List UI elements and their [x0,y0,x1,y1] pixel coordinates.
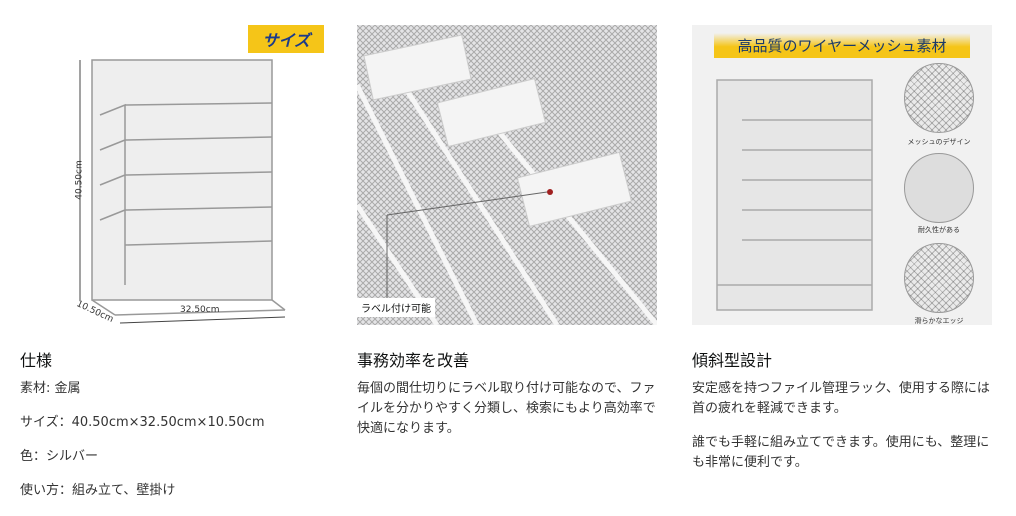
column-efficiency: ラベル付け可能 事務効率を改善 毎個の間仕切りにラベル取り付け可能なので、ファイ… [357,25,657,439]
height-dimension: 40.50cm [74,160,85,200]
size-badge: サイズ [248,25,324,53]
feature-label: 耐久性がある [918,226,960,234]
section-title: 傾斜型設計 [692,351,773,370]
image-label-caption: ラベル付け可能 [357,298,435,317]
spec-usage: 使い方：組み立て、壁掛け [20,483,176,498]
rack-diagram [79,59,286,324]
spec-material: 素材: 金属 [20,381,81,396]
image-banner: 高品質のワイヤーメッシュ素材 [714,33,970,58]
product-image-mesh[interactable]: 高品質のワイヤーメッシュ素材 メッシュのデザイン 耐久性がある 滑らかなエッジ [692,25,992,325]
product-image-size[interactable]: サイズ 40.50cm 32.50cm 10.50cm [20,25,332,325]
spec-size: サイズ：40.50cm×32.50cm×10.50cm [20,415,265,430]
section-text: 誰でも手軽に組み立てできます。使用にも、整理にも非常に便利です。 [692,435,990,470]
spec-color: 色：シルバー [20,449,99,464]
section-text: 安定感を持つファイル管理ラック、使用する際には首の疲れを軽減できます。 [692,381,990,416]
section-text: 毎個の間仕切りにラベル取り付け可能なので、ファイルを分かりやすく分類し、検索にも… [357,381,656,436]
feature-label: 滑らかなエッジ [914,317,964,325]
column-design: 高品質のワイヤーメッシュ素材 メッシュのデザイン 耐久性がある 滑らかなエッジ … [692,25,992,487]
durability-detail-icon [904,153,974,223]
section-title: 仕様 [20,351,53,370]
mesh-closeup [357,25,657,325]
rack-photo [716,79,873,311]
width-dimension: 32.50cm [180,305,220,315]
product-image-label[interactable]: ラベル付け可能 [357,25,657,325]
column-specs: サイズ 40.50cm 32.50cm 10.50cm 仕様 素材: 金属 サイ… [20,25,332,515]
section-title: 事務効率を改善 [357,351,470,370]
feature-label: メッシュのデザイン [907,138,971,146]
mesh-detail-icon [904,63,974,133]
edge-detail-icon [904,243,974,313]
